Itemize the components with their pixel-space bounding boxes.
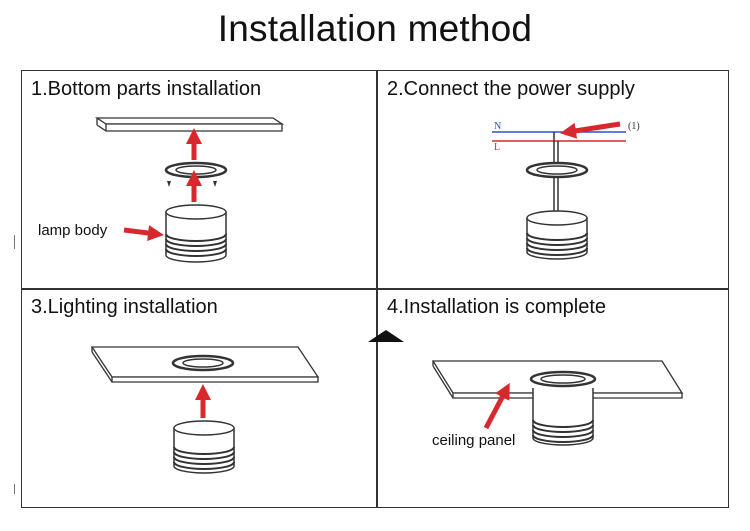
step-4-illustration xyxy=(431,360,684,446)
lamp-body xyxy=(526,210,588,260)
wire-l-label: L xyxy=(494,142,500,153)
triangle-marker-icon xyxy=(368,330,404,342)
lamp-body-label: lamp body xyxy=(38,222,108,239)
step-1-illustration xyxy=(94,117,285,263)
mounting-ring xyxy=(525,161,589,179)
arrow-up-right-icon xyxy=(483,382,510,430)
ceiling-plate-edge xyxy=(105,123,283,132)
ceiling-panel-label: ceiling panel xyxy=(432,432,516,449)
marker-label: (1) xyxy=(628,121,640,132)
edge-tick-mark xyxy=(14,484,15,494)
step-2-illustration: N L (1) xyxy=(492,121,640,260)
lamp-body xyxy=(165,204,227,263)
arrow-left-icon xyxy=(560,121,621,139)
step-3-illustration xyxy=(90,346,320,474)
arrow-right-icon xyxy=(123,225,164,241)
wire-n-label: N xyxy=(494,121,501,132)
page-title: Installation method xyxy=(217,8,533,49)
ceiling-plate xyxy=(94,117,285,125)
step-1-title: 1.Bottom parts installation xyxy=(31,78,262,100)
screw-icon xyxy=(213,181,217,187)
step-4-title: 4.Installation is complete xyxy=(387,296,607,318)
grid-divider-horizontal xyxy=(21,288,729,290)
lamp-body xyxy=(529,370,597,446)
ceiling-opening xyxy=(171,354,235,372)
edge-tick-mark xyxy=(14,235,15,249)
step-2-title: 2.Connect the power supply xyxy=(387,78,635,100)
step-3-title: 3.Lighting installation xyxy=(31,296,218,318)
lamp-body xyxy=(173,420,235,474)
screw-icon xyxy=(167,181,171,187)
